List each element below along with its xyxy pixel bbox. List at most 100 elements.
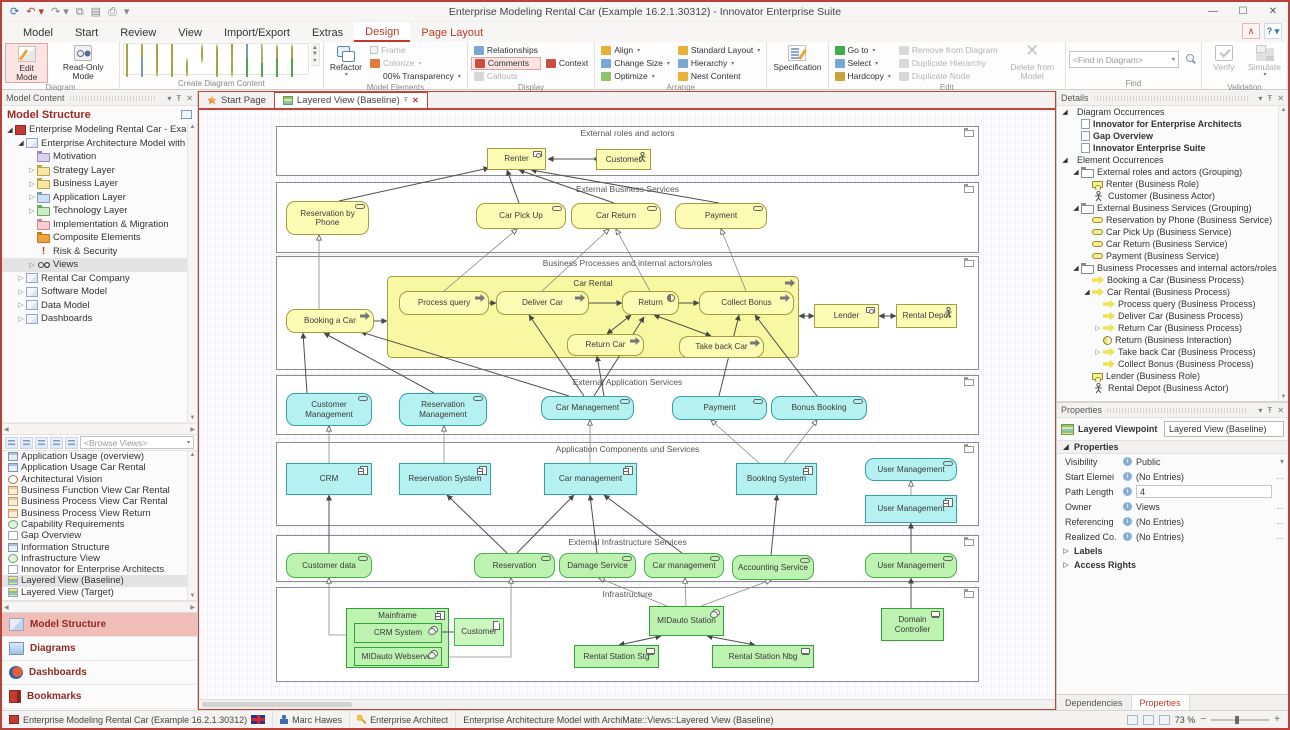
expand-arrow-icon[interactable]: ▷ xyxy=(29,194,35,202)
palette-shape-circ-y[interactable] xyxy=(215,44,231,63)
remove-from-diagram-button[interactable]: Remove from Diagram xyxy=(896,44,1001,57)
tree-item[interactable]: Return (Business Interaction) xyxy=(1057,334,1288,346)
tree-view-icon[interactable] xyxy=(5,436,18,449)
ribbon-tab-extras[interactable]: Extras xyxy=(311,26,344,39)
diagram-node-deliver-car[interactable]: Deliver Car xyxy=(496,291,589,315)
views-horizontal-scrollbar[interactable]: ◀▶ xyxy=(2,601,197,612)
palette-shape-bars-y[interactable] xyxy=(230,44,246,63)
diagram-node-customer[interactable]: Customer xyxy=(596,149,651,170)
tree-item[interactable]: ▷Application Layer xyxy=(2,191,197,205)
panel-menu-icon[interactable]: ▾ xyxy=(167,93,172,103)
info-icon[interactable] xyxy=(1123,517,1132,526)
collapse-arrow-icon[interactable]: ◢ xyxy=(1073,265,1079,272)
tree-item[interactable]: ◢External roles and actors (Grouping) xyxy=(1057,166,1288,178)
tree-item[interactable]: Motivation xyxy=(2,150,197,164)
collapse-ribbon-button[interactable]: ∧ xyxy=(1242,23,1260,39)
collapse-arrow-icon[interactable]: ◢ xyxy=(1062,109,1068,116)
property-value[interactable]: (No Entries) xyxy=(1136,471,1185,482)
collapse-arrow-icon[interactable]: ◢ xyxy=(1073,169,1079,176)
collapse-arrow-icon[interactable]: ◢ xyxy=(1062,157,1068,164)
view-list-item[interactable]: Application Usage Car Rental xyxy=(2,462,197,473)
collapse-arrow-icon[interactable]: ◢ xyxy=(1084,289,1090,296)
expand-arrow-icon[interactable]: ▷ xyxy=(29,167,35,175)
details-pin-icon[interactable]: Ŧ xyxy=(1267,93,1273,103)
property-value[interactable]: Public xyxy=(1136,456,1161,467)
tree-item[interactable]: Risk & Security xyxy=(2,245,197,259)
tree-item[interactable]: ◢Enterprise Modeling Rental Car - Exampl… xyxy=(2,123,197,137)
diagram-node-booking-system[interactable]: Booking System xyxy=(736,463,817,495)
more-button[interactable]: … xyxy=(1276,532,1284,541)
diagram-node-car-management[interactable]: Car management xyxy=(544,463,637,495)
close-button[interactable]: ✕ xyxy=(1268,5,1278,17)
go-to-button[interactable]: Go to▾ xyxy=(832,44,894,57)
view-list-item[interactable]: Application Usage (overview) xyxy=(2,451,197,462)
simulate-button[interactable]: Simulate▾ xyxy=(1245,43,1284,83)
callouts-button[interactable]: Callouts xyxy=(471,70,541,83)
qat-customize-icon[interactable]: ▾ xyxy=(123,5,130,18)
diagram-node-domain-controller[interactable]: Domain Controller xyxy=(881,608,944,641)
expand-arrow-icon[interactable]: ▷ xyxy=(29,207,35,215)
palette-shape-oval-y[interactable] xyxy=(275,44,291,63)
tree-item[interactable]: Deliver Car (Business Process) xyxy=(1057,310,1288,322)
specification-button[interactable]: Specification xyxy=(770,43,824,83)
change-size-button[interactable]: Change Size▾ xyxy=(598,57,673,70)
diagram-node-return[interactable]: Return xyxy=(622,291,679,315)
more-button[interactable]: … xyxy=(1276,502,1284,511)
zoom-slider[interactable] xyxy=(1211,715,1270,724)
palette-shape-rect-g[interactable] xyxy=(260,58,276,77)
tree-item[interactable]: Car Return (Business Service) xyxy=(1057,238,1288,250)
tab-dependencies[interactable]: Dependencies xyxy=(1057,695,1132,710)
diagram-node-take-back-car[interactable]: Take back Car xyxy=(679,336,764,358)
tree-item[interactable]: ▷Business Layer xyxy=(2,177,197,191)
nav-dashboards[interactable]: Dashboards xyxy=(2,661,197,685)
property-value[interactable]: (No Entries) xyxy=(1136,531,1185,542)
tree-item[interactable]: Car Pick Up (Business Service) xyxy=(1057,226,1288,238)
palette-shape-svc-y[interactable] xyxy=(215,58,231,77)
expand-arrow-icon[interactable]: ▷ xyxy=(18,288,24,296)
tree-item[interactable]: Reservation by Phone (Business Service) xyxy=(1057,214,1288,226)
info-icon[interactable] xyxy=(1123,472,1132,481)
palette-shape-note-y[interactable] xyxy=(260,44,276,63)
zoom-out-button[interactable]: − xyxy=(1200,714,1207,725)
zoom-in-button[interactable]: + xyxy=(1274,714,1280,725)
diagram-node-return-car[interactable]: Return Car xyxy=(567,334,644,356)
nest-content-button[interactable]: Nest Content xyxy=(675,70,763,83)
view-list-item[interactable]: Business Process View Car Rental xyxy=(2,496,197,507)
nav-diagrams[interactable]: Diagrams xyxy=(2,637,197,661)
view-list-item[interactable]: Gap Overview xyxy=(2,530,197,541)
expand-arrow-icon[interactable]: ▷ xyxy=(1095,325,1101,332)
tree-item[interactable]: Customer (Business Actor) xyxy=(1057,190,1288,202)
fit-page-icon[interactable] xyxy=(1126,714,1138,725)
tab-properties[interactable]: Properties xyxy=(1131,695,1190,710)
tree-item[interactable]: Booking a Car (Business Process) xyxy=(1057,274,1288,286)
expand-arrow-icon[interactable]: ▷ xyxy=(18,315,24,323)
tree-item[interactable]: Payment (Business Service) xyxy=(1057,250,1288,262)
tree-item[interactable]: Innovator for Enterprise Architects xyxy=(1057,118,1288,130)
info-icon[interactable] xyxy=(1123,487,1132,496)
diagram-node-crm-system[interactable]: CRM System xyxy=(354,623,442,643)
language-flag-icon[interactable] xyxy=(251,715,266,724)
views-vertical-scrollbar[interactable]: ▲▼ xyxy=(187,451,197,600)
paste-icon[interactable]: ▤ xyxy=(90,5,102,18)
tree-item[interactable]: Process query (Business Process) xyxy=(1057,298,1288,310)
diagram-node-midauto-station[interactable]: MIDauto Station xyxy=(649,606,724,636)
diagram-node-payment[interactable]: Payment xyxy=(672,396,767,420)
dropdown-arrow-icon[interactable]: ▾ xyxy=(1279,457,1284,466)
tree-item[interactable]: Collect Bonus (Business Process) xyxy=(1057,358,1288,370)
diagram-node-collect-bonus[interactable]: Collect Bonus xyxy=(699,291,794,315)
00-transparency-button[interactable]: 00% Transparency▾ xyxy=(383,71,461,81)
palette-shape-rect-y[interactable] xyxy=(170,44,186,63)
help-button[interactable]: ? ▾ xyxy=(1264,23,1282,39)
diagram-node-renter[interactable]: Renter xyxy=(487,148,546,170)
verify-button[interactable]: Verify xyxy=(1205,43,1243,83)
palette-shape-proc-y[interactable] xyxy=(201,59,216,73)
palette-shape-int-y[interactable] xyxy=(155,58,171,77)
view-list-item[interactable]: Business Process View Return xyxy=(2,507,197,519)
pan-icon[interactable] xyxy=(1158,714,1170,725)
view-list-item[interactable]: Capability Requirements xyxy=(2,519,197,530)
relationships-button[interactable]: Relationships xyxy=(471,44,541,57)
tree-item[interactable]: Implementation & Migration xyxy=(2,218,197,232)
access-rights-section[interactable]: ▷Access Rights xyxy=(1063,560,1137,570)
diagram-node-reservation-management[interactable]: Reservation Management xyxy=(399,393,487,426)
close-panel-icon[interactable]: ✕ xyxy=(186,93,193,103)
